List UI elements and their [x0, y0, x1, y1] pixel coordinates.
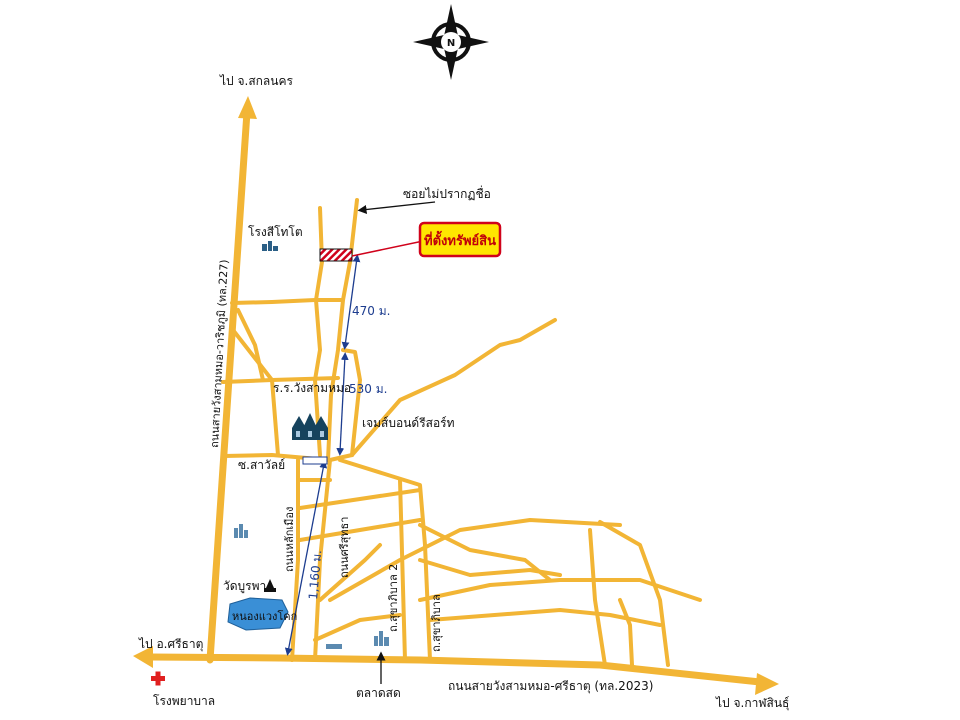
label-dist-470: 470 ม.	[352, 304, 390, 318]
label-road-sithat: ถนนสายวังสามหมอ-ศรีธาตุ (ทล.2023)	[448, 679, 653, 694]
arrow-east-head	[755, 673, 779, 695]
label-wat-burapha: วัดบูรพา	[223, 579, 266, 594]
label-to-kalasin: ไป จ.กาฬสินธุ์	[715, 696, 789, 711]
local-roads	[221, 198, 702, 667]
label-hospital: โรงพยาบาล	[153, 694, 215, 708]
arrow-north-head	[238, 96, 257, 119]
main-roads	[133, 96, 779, 695]
label-nong-waeng-khok: หนองแวงโคก	[232, 609, 297, 623]
label-to-sakon: ไป จ.สกลนคร	[219, 74, 293, 88]
property-label: ที่ตั้งทรัพย์สิน	[424, 230, 496, 249]
resort-building-icon	[292, 413, 328, 440]
market-building-icon	[374, 631, 389, 646]
road-highway-227	[206, 108, 251, 664]
label-rong-si-toto: โรงสีโทโต	[248, 225, 303, 239]
property-callout: ที่ตั้งทรัพย์สิน	[418, 221, 502, 258]
label-road-sukhaphiban: ถ.สุขาภิบาล	[430, 594, 443, 652]
label-road-sisutha: ถนนศรีสุทธา	[338, 517, 351, 578]
shop-sign	[326, 644, 342, 649]
distance-markers	[284, 254, 361, 656]
label-soi-sawan: ซ.สาวัลย์	[238, 458, 285, 472]
compass-label: N	[447, 38, 455, 49]
label-to-sithat: ไป อ.ศรีธาตุ	[138, 637, 203, 652]
lake-icon	[227, 597, 289, 631]
property-callout-line	[351, 239, 429, 257]
soi-pointer	[357, 201, 436, 215]
hospital-cross-icon	[151, 671, 165, 686]
label-road-lakmueang: ถนนหลักเมือง	[283, 507, 296, 572]
label-dist-530: 530 ม.	[349, 382, 387, 396]
building-icon	[234, 524, 248, 538]
label-soi-unnamed: ซอยไม่ปรากฏชื่อ	[403, 185, 491, 201]
label-school: ร.ร.วังสามหมอ	[273, 381, 351, 395]
label-resort: เจมส์บอนด์รีสอร์ท	[362, 416, 455, 430]
compass-icon: N	[413, 4, 489, 80]
arrow-west-head	[133, 646, 153, 668]
label-dist-1160: 1,160 ม.	[306, 549, 324, 600]
factory-icon	[262, 241, 278, 251]
temple-icon	[264, 579, 276, 592]
property-marker	[319, 248, 353, 262]
label-road-sukhaphiban2: ถ.สุขาภิบาล 2	[387, 564, 400, 632]
road-highway-2023	[146, 653, 764, 686]
label-market: ตลาดสด	[356, 686, 401, 700]
